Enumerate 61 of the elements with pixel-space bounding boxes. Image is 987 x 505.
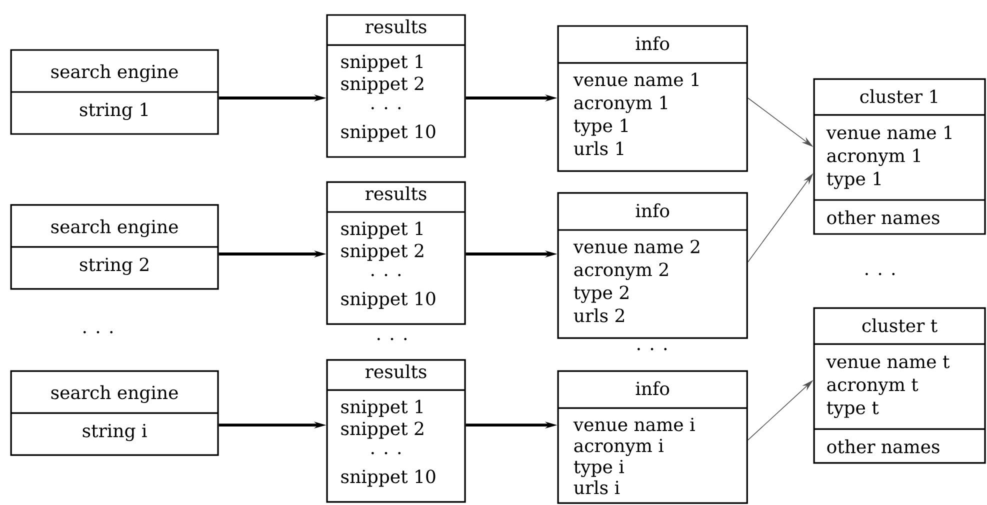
field-text: acronym t xyxy=(827,378,918,395)
field-text: snippet 10 xyxy=(341,292,436,309)
heading-text: results xyxy=(366,186,426,200)
record-box xyxy=(813,307,986,464)
record-box xyxy=(557,192,748,339)
field-text: . . . xyxy=(372,274,401,276)
record-box xyxy=(326,181,466,325)
field-text: string 2 xyxy=(80,258,148,275)
heading-text: info xyxy=(636,36,670,50)
field-text: . . . xyxy=(372,106,401,110)
record-box xyxy=(10,204,219,290)
field-text: string i xyxy=(82,424,147,442)
field-text: urls 1 xyxy=(574,141,624,156)
record-box xyxy=(326,14,466,158)
field-text: urls i xyxy=(574,480,620,494)
heading-text: info xyxy=(636,381,670,396)
field-text: snippet 10 xyxy=(341,124,436,142)
field-text: snippet 2 xyxy=(341,422,424,439)
record-box xyxy=(10,370,219,456)
record-box xyxy=(813,78,986,235)
field-text: venue name 2 xyxy=(573,240,700,254)
field-text: acronym 2 xyxy=(574,262,668,280)
heading-text: results xyxy=(366,19,426,34)
record-box xyxy=(557,25,748,172)
heading-text: info xyxy=(636,203,670,218)
field-text: snippet 1 xyxy=(341,222,422,239)
field-text: type i xyxy=(574,460,624,478)
field-text: venue name t xyxy=(826,356,950,368)
field-text: other names xyxy=(827,439,940,454)
field-text: snippet 1 xyxy=(341,400,422,417)
field-text: venue name 1 xyxy=(573,72,698,86)
ellipsis-text: . . . xyxy=(84,330,113,334)
field-text: type 1 xyxy=(574,118,628,136)
record-box xyxy=(557,370,748,504)
field-text: other names xyxy=(827,210,940,224)
field-text: acronym 1 xyxy=(574,96,668,114)
heading-text: results xyxy=(366,364,426,378)
field-text: type t xyxy=(826,402,879,418)
record-box xyxy=(326,359,466,503)
field-text: snippet 10 xyxy=(341,470,436,487)
heading-text: cluster 1 xyxy=(860,89,938,104)
field-text: urls 2 xyxy=(574,308,624,322)
ellipsis-text: . . . xyxy=(378,338,407,340)
field-text: snippet 2 xyxy=(341,76,424,94)
field-text: venue name i xyxy=(573,418,695,432)
field-text: snippet 1 xyxy=(341,54,422,72)
field-text: acronym 1 xyxy=(827,148,920,166)
field-text: acronym i xyxy=(574,438,664,456)
field-text: type 1 xyxy=(826,172,881,190)
field-text: string 1 xyxy=(80,102,148,120)
record-box xyxy=(10,49,219,135)
field-text: venue name 1 xyxy=(826,126,952,140)
ellipsis-text: . . . xyxy=(866,272,895,276)
field-text: . . . xyxy=(372,452,401,454)
field-text: type 2 xyxy=(574,286,628,303)
ellipsis-text: . . . xyxy=(638,348,667,350)
heading-text: search engine xyxy=(51,219,178,238)
heading-text: cluster t xyxy=(862,318,938,332)
heading-text: search engine xyxy=(51,385,178,403)
field-text: snippet 2 xyxy=(341,244,424,261)
heading-text: search engine xyxy=(51,64,178,82)
